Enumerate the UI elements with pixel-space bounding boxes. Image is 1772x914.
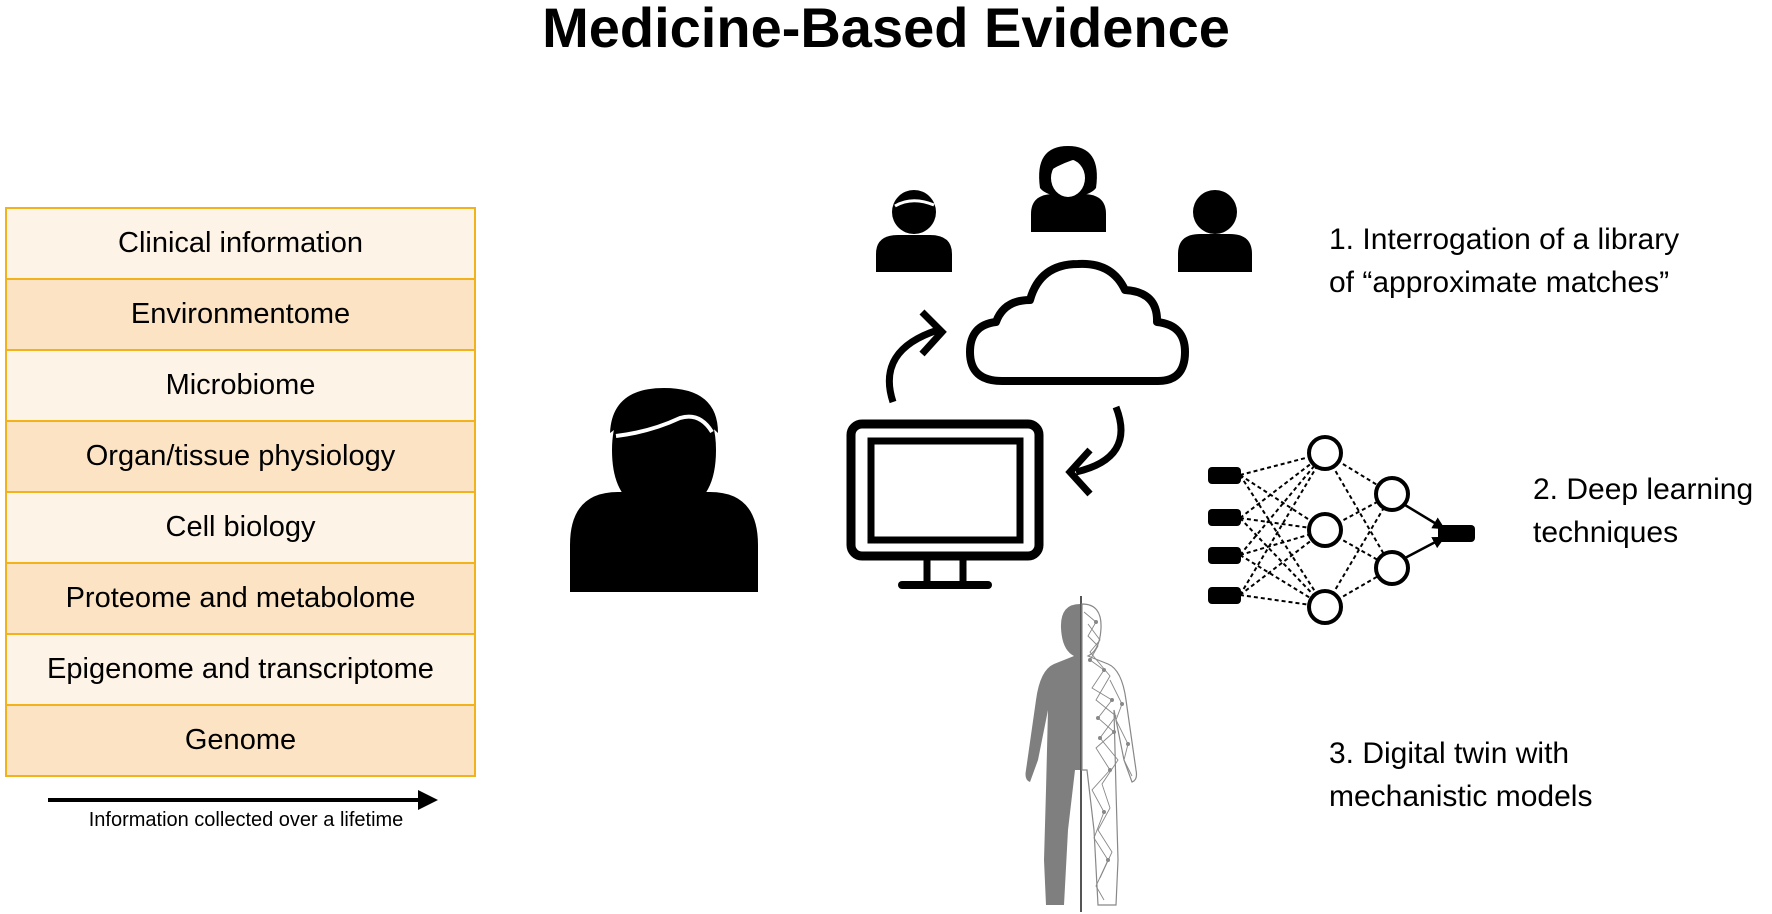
woman-icon — [1031, 146, 1106, 232]
layer-row-organ-tissue-physiology: Organ/tissue physiology — [7, 422, 474, 493]
person-icon — [570, 388, 758, 592]
neural-network-icon — [1208, 435, 1475, 625]
timeline-caption: Information collected over a lifetime — [88, 809, 404, 831]
layer-row-epigenome-transcriptome: Epigenome and transcriptome — [7, 635, 474, 706]
page-title: Medicine-Based Evidence — [542, 0, 1230, 59]
layer-row-genome: Genome — [7, 706, 474, 775]
user-icon — [1178, 190, 1252, 272]
timeline-arrow — [48, 790, 438, 810]
computer-monitor-icon — [846, 419, 1044, 589]
man-icon — [876, 190, 952, 272]
layer-row-cell-biology: Cell biology — [7, 493, 474, 564]
digital-twin-icon — [1025, 596, 1138, 912]
layer-row-clinical-information: Clinical information — [7, 209, 474, 280]
data-layers-table: Clinical information Environmentome Micr… — [5, 207, 476, 777]
cloud-icon — [966, 259, 1189, 385]
layer-row-proteome-metabolome: Proteome and metabolome — [7, 564, 474, 635]
approach-1-label: 1. Interrogation of a library of “approx… — [1329, 223, 1680, 299]
approach-3-label: 3. Digital twin with mechanistic models — [1329, 737, 1593, 813]
approach-2-label: 2. Deep learning techniques — [1533, 473, 1754, 549]
layer-row-environmentome: Environmentome — [7, 280, 474, 351]
sync-arrow-icon — [885, 309, 1125, 497]
layer-row-microbiome: Microbiome — [7, 351, 474, 422]
